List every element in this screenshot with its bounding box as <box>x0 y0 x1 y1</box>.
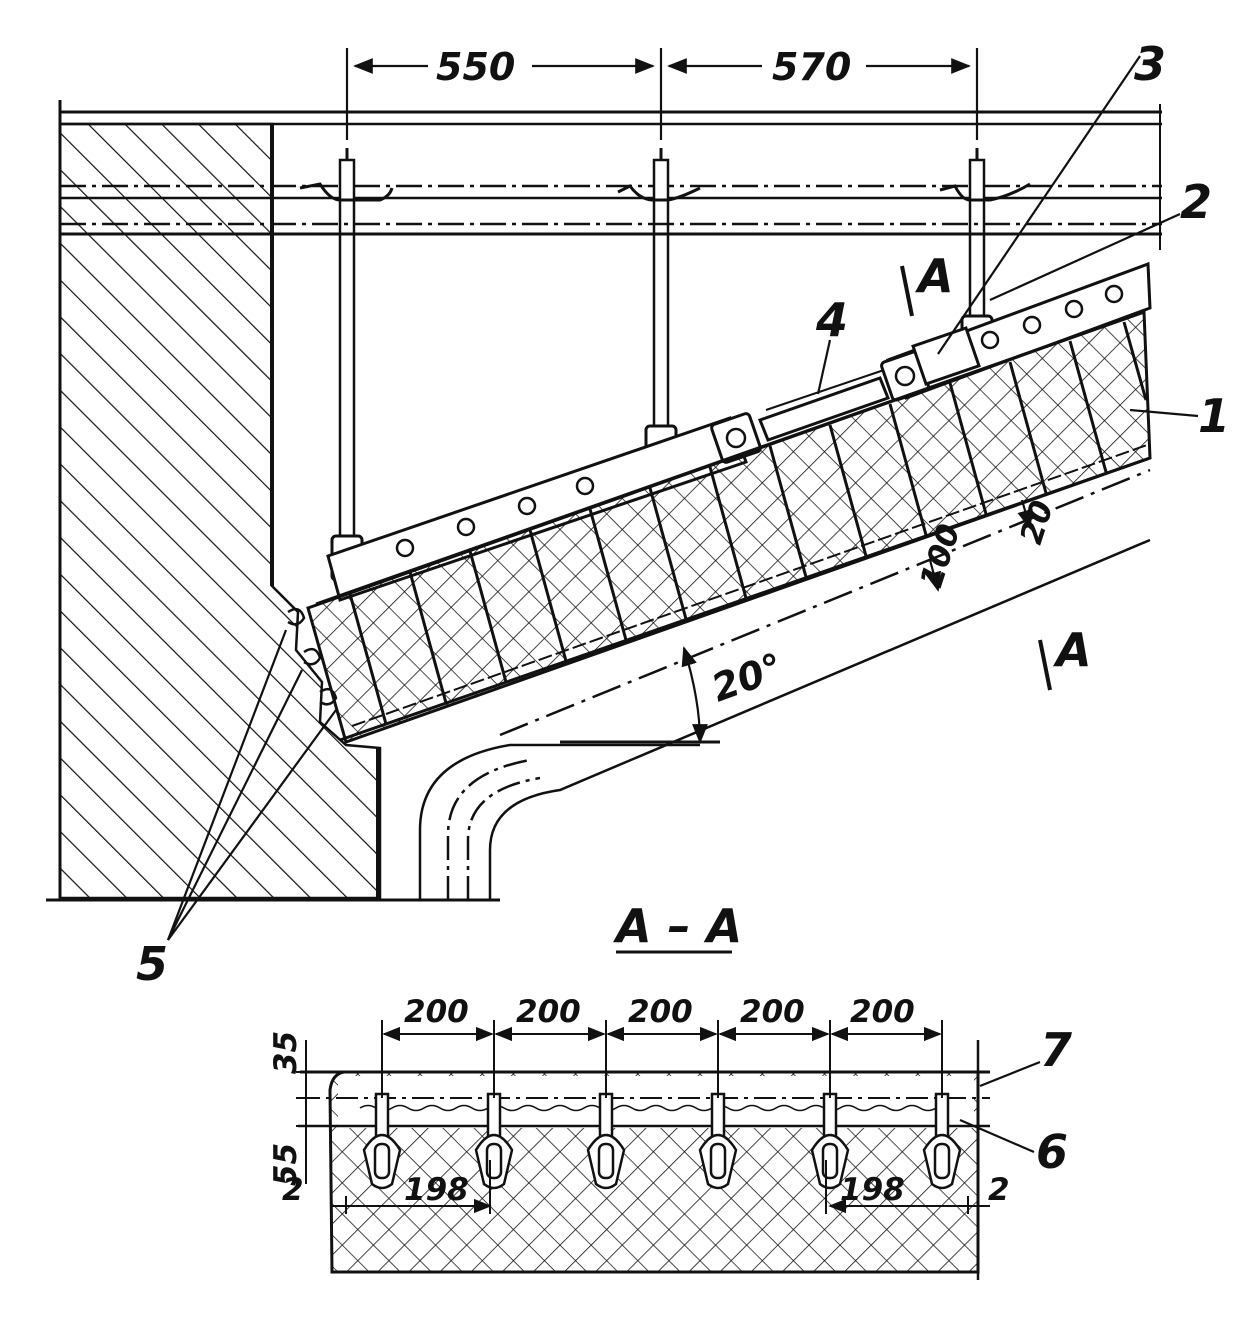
flue-duct <box>418 468 1151 900</box>
callout-3: 3 <box>1134 37 1166 91</box>
callout-6: 6 <box>1036 1125 1068 1179</box>
pitch-1: 200 <box>404 994 469 1030</box>
refractory-lining <box>306 309 1152 744</box>
section-leaders <box>959 1060 1041 1154</box>
pitch-2: 200 <box>516 994 581 1030</box>
dim-198-right: 198 <box>840 1172 905 1208</box>
joint-plate <box>758 369 890 442</box>
section-labels: A A A – A <box>613 249 1092 953</box>
section-view <box>296 950 1041 1280</box>
block-dimension <box>330 1160 990 1214</box>
section-hooks <box>362 1092 962 1190</box>
dim-550: 550 <box>436 45 515 89</box>
thickness-dimension <box>925 499 1033 592</box>
packing-layer <box>359 1104 937 1112</box>
layer-dimension <box>296 1040 316 1184</box>
pitch-5: 200 <box>850 994 915 1030</box>
dim-2-left: 2 <box>282 1172 304 1208</box>
pitch-4: 200 <box>740 994 805 1030</box>
top-dimension <box>345 48 979 140</box>
pitch-dimension <box>381 1020 943 1098</box>
section-marker-lower: A <box>1053 623 1092 677</box>
callout-1: 1 <box>1198 389 1230 443</box>
pitch-3: 200 <box>628 994 693 1030</box>
callout-leaders <box>166 55 1199 941</box>
callout-7: 7 <box>1040 1023 1072 1077</box>
support-beam-upper <box>880 261 1152 402</box>
dim-198-left: 198 <box>404 1172 469 1208</box>
main-view <box>46 48 1199 1280</box>
section-marks <box>900 265 1052 691</box>
dim-570: 570 <box>772 45 851 89</box>
section-marker-upper: A <box>915 249 954 303</box>
callout-5: 5 <box>136 937 168 991</box>
callout-2: 2 <box>1180 175 1212 229</box>
callout-numbers: 1 2 3 4 5 6 7 <box>136 37 1230 1179</box>
hanger-2 <box>617 148 701 472</box>
section-dimension-labels: 200 200 200 200 200 35 55 2 198 198 2 <box>268 994 1010 1208</box>
hanger-1 <box>299 148 394 582</box>
angle-dimension <box>681 646 708 744</box>
dim-2-right: 2 <box>988 1172 1010 1208</box>
callout-4: 4 <box>815 293 848 347</box>
dim-35: 35 <box>268 1031 304 1074</box>
brick-wall <box>46 100 500 902</box>
block-joints <box>348 321 1148 725</box>
dim-angle: 20° <box>706 645 789 711</box>
dim-55: 55 <box>268 1143 304 1186</box>
section-title: A – A <box>613 899 742 953</box>
